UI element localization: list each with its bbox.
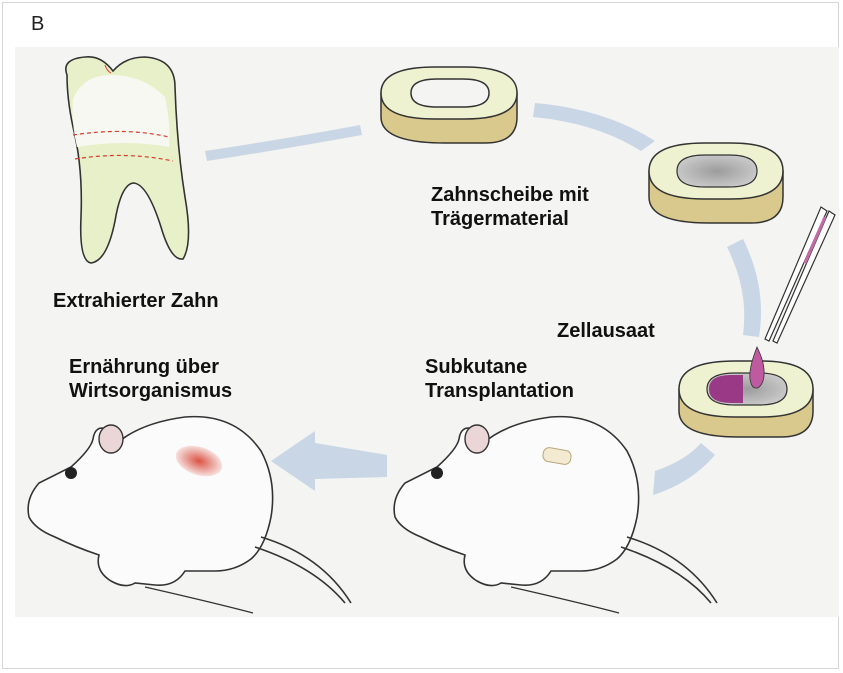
label-subcutaneous-transplant: Subkutane Transplantation (425, 355, 574, 403)
arrow-scaffold-to-seeding (727, 239, 761, 337)
seeded-disc-illustration (679, 347, 813, 437)
extracted-tooth-illustration (66, 57, 189, 263)
arrow-tooth-to-disc (205, 125, 362, 161)
label-extracted-tooth: Extrahierter Zahn (53, 289, 219, 313)
diagram-canvas: Extrahierter Zahn Zahnscheibe mit Träger… (15, 47, 839, 617)
arrow-seeding-to-transplant (653, 443, 715, 495)
arrow-disc-to-scaffold (533, 103, 655, 151)
arrow-transplant-to-nutrition (271, 431, 387, 491)
label-host-nutrition: Ernährung über Wirtsorganismus (69, 355, 232, 403)
label-tooth-disc: Zahnscheibe mit Trägermaterial (431, 183, 589, 231)
tooth-disc-illustration (381, 67, 517, 143)
scaffold-disc-illustration (649, 143, 783, 223)
pipette-illustration (765, 207, 835, 343)
diagram-drawing (15, 47, 839, 617)
panel-letter: B (31, 13, 44, 36)
mouse-transplant-illustration (394, 417, 717, 613)
label-cell-seeding: Zellausaat (557, 319, 655, 343)
